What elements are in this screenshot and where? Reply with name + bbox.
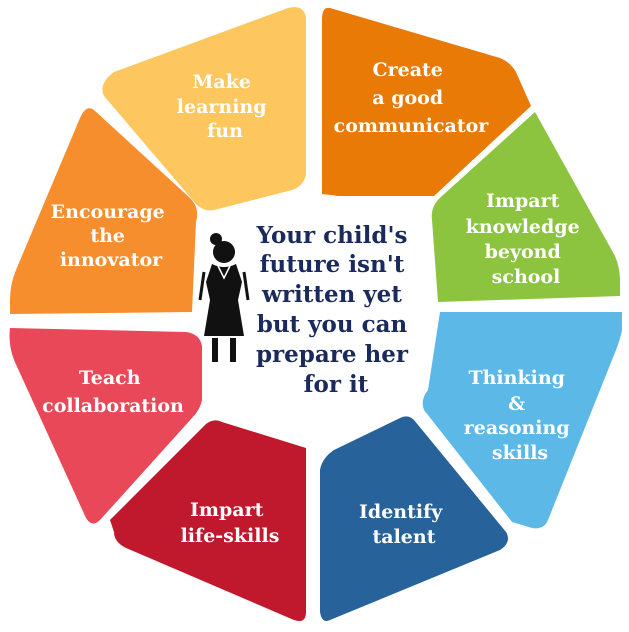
segment-label: Encourage the innovator [51, 201, 172, 271]
segment-shape [422, 312, 622, 529]
segment-shape [10, 108, 198, 314]
segment-shape [431, 112, 620, 302]
segment-label: Impart life-skills [181, 499, 280, 547]
girl-silhouette-icon [198, 233, 250, 362]
segment-encourage-innovator: Encourage the innovator [10, 108, 198, 314]
center-message: Your child's future isn't written yet bu… [256, 222, 416, 398]
segment-teach-collaboration: Teach collaboration [9, 328, 202, 524]
segment-label: Teach collaboration [42, 367, 184, 417]
segment-shape [110, 420, 306, 621]
segment-impart-knowledge: Impart knowledge beyond school [431, 112, 620, 302]
segment-label: Make learning fun [177, 71, 273, 142]
segment-identify-talent: Identify talent [320, 416, 508, 621]
segment-make-learning-fun: Make learning fun [102, 7, 306, 211]
segment-impart-life-skills: Impart life-skills [110, 420, 306, 621]
segment-create-good-communicator: Create a good communicator [322, 7, 531, 196]
segment-shape [9, 328, 202, 524]
segment-label: Create a good communicator [334, 59, 490, 137]
segment-shape [320, 416, 508, 621]
segment-label: Impart knowledge beyond school [466, 190, 587, 288]
segment-label: Identify talent [359, 501, 449, 548]
segment-label: Thinking & reasoning skills [464, 367, 577, 464]
segment-shape [102, 7, 306, 211]
segment-thinking-reasoning: Thinking & reasoning skills [422, 312, 622, 529]
segment-shape [322, 7, 531, 196]
center-disc [198, 194, 434, 430]
